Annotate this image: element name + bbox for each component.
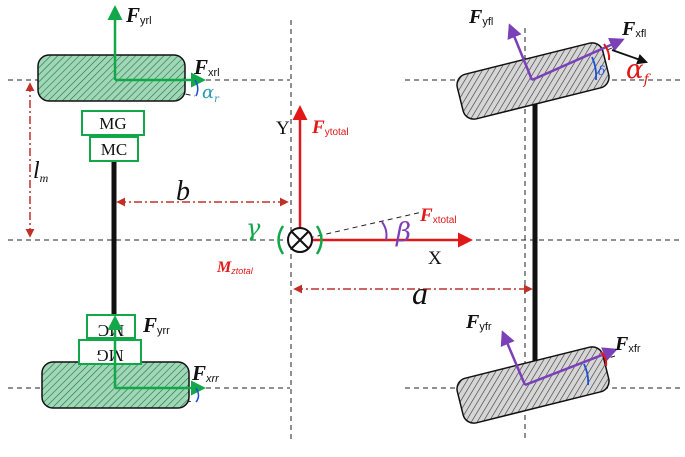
velocity-arrow-fl	[611, 49, 649, 65]
arrow-f-xfl	[531, 38, 625, 82]
arrow-f-xfr	[524, 347, 618, 387]
label-y-axis: Y	[276, 118, 290, 139]
center-of-gravity-icon	[287, 227, 313, 253]
label-f-yrr: Fyrr	[142, 313, 170, 337]
label-f-yrl: Fyrl	[125, 3, 152, 27]
mg-top-label: MG	[99, 114, 126, 133]
alpha-rr-arc	[195, 387, 200, 403]
total-forces	[292, 105, 473, 248]
label-f-xtotal: Fxtotal	[419, 205, 457, 226]
arrow-f-yfr	[500, 330, 527, 386]
mc-top-label: MC	[101, 140, 127, 159]
motor-boxes: MG MC MC MG	[78, 110, 145, 365]
label-f-yfr: Fyfr	[465, 311, 492, 333]
label-x-axis: X	[428, 248, 442, 269]
alpha-r-arc	[194, 79, 199, 97]
dimensions	[25, 82, 533, 294]
label-alpha-r: αr	[202, 82, 220, 105]
delta-arc-fl	[591, 56, 598, 81]
mg-bottom-box	[78, 339, 142, 365]
yaw-arc-left	[277, 225, 285, 255]
label-l-m: lm	[33, 158, 49, 185]
mc-bottom-label: MC	[98, 321, 124, 340]
label-f-yfl: Fyfl	[468, 6, 493, 28]
label-f-xrr: Fxrr	[191, 361, 220, 385]
label-m-ztotal: Mztotal	[216, 259, 254, 276]
mg-top-box	[81, 110, 145, 136]
label-f-ytotal: Fytotal	[311, 117, 349, 138]
label-b: b	[176, 176, 190, 207]
label-f-xfr: Fxfr	[614, 333, 641, 355]
front-forces	[500, 23, 625, 387]
mc-top-box	[89, 136, 139, 162]
rear-forces	[107, 5, 206, 396]
delta-arc-fr	[583, 363, 590, 386]
alpha-f-arc	[603, 43, 611, 61]
alpha-fr-arc	[600, 351, 608, 367]
yaw-arc-right	[315, 225, 323, 255]
labels: Fyrl Fxrl αr lm b Y Fytotal Fxtotal β X …	[33, 3, 652, 385]
label-f-xfl: Fxfl	[621, 18, 646, 40]
mg-bottom-label: MG	[96, 346, 123, 365]
rear-left-tire	[37, 54, 186, 102]
label-f-xrl: Fxrl	[193, 55, 220, 79]
label-alpha-f: αf	[626, 55, 652, 88]
beta-arc	[381, 221, 388, 241]
label-delta: δ	[598, 64, 605, 78]
arrow-f-yfl	[507, 23, 534, 81]
label-beta: β	[395, 218, 411, 248]
label-gamma: γ	[246, 214, 261, 242]
label-a: a	[412, 275, 428, 311]
